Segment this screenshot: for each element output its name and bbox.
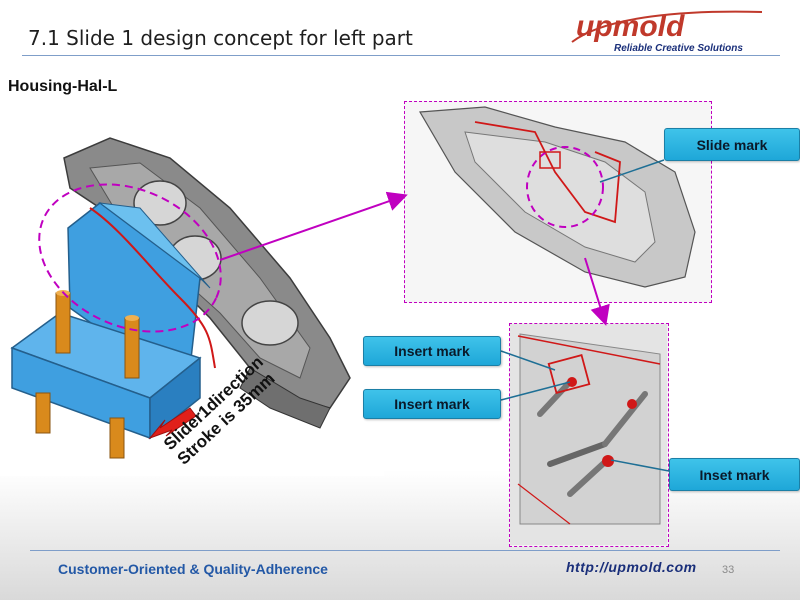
- slide-title: 7.1 Slide 1 design concept for left part: [28, 26, 413, 50]
- slider-direction-arrow: [148, 407, 197, 440]
- slide-detail-inset: [404, 101, 712, 303]
- insert-point-3: [602, 455, 614, 467]
- inset-mark-callout: Inset mark: [669, 458, 800, 491]
- slide-mark-highlight: [526, 146, 604, 228]
- lamp-opening-1: [133, 180, 187, 226]
- upmold-logo: upmold Reliable Creative Solutions: [571, 10, 763, 54]
- guide-pin-1: [55, 292, 71, 354]
- insert-detail-red-lower: [517, 483, 571, 525]
- rib-3: [567, 459, 608, 497]
- guide-pin-3: [35, 392, 51, 434]
- insert-mark-box: [547, 354, 591, 394]
- part-name-label: Housing-Hal-L: [8, 78, 118, 95]
- slide-mark-box: [539, 151, 561, 169]
- insert-mark-callout-1: Insert mark: [363, 336, 501, 366]
- parting-line-main: [89, 207, 216, 369]
- footer-slogan: Customer-Oriented & Quality-Adherence: [58, 561, 328, 577]
- logo-tagline: Reliable Creative Solutions: [614, 43, 743, 54]
- page-number: 33: [722, 564, 735, 576]
- housing-detail-lower: [239, 367, 331, 429]
- title-divider: [22, 55, 780, 56]
- rib-2: [602, 391, 648, 447]
- insert-detail-red-edge: [517, 335, 661, 365]
- insert-point-1: [567, 377, 577, 387]
- insert-point-2: [627, 399, 637, 409]
- insert-detail-inset: [509, 323, 669, 547]
- lamp-opening-3: [241, 300, 299, 346]
- slider-base-side: [149, 356, 201, 440]
- insert-detail-drawing: [510, 324, 667, 545]
- insert-detail-wall: [519, 333, 661, 525]
- footer-divider: [30, 550, 780, 551]
- rib-1: [547, 441, 608, 467]
- insert-mark-callout-2: Insert mark: [363, 389, 501, 419]
- slide-area-highlight: [38, 183, 222, 333]
- main-part-illustration: [0, 108, 384, 476]
- guide-pin-2: [124, 317, 140, 379]
- footer-url-link[interactable]: http://upmold.com: [566, 559, 697, 575]
- housing-slider-drawing: [10, 137, 351, 459]
- logo-swoosh: [571, 10, 763, 43]
- guide-pin-2-top: [125, 315, 139, 321]
- logo-brand-text: upmold: [576, 10, 685, 43]
- guide-pin-4: [109, 417, 125, 459]
- slide-mark-callout: Slide mark: [664, 128, 800, 161]
- slider-block-rib-face: [98, 202, 211, 289]
